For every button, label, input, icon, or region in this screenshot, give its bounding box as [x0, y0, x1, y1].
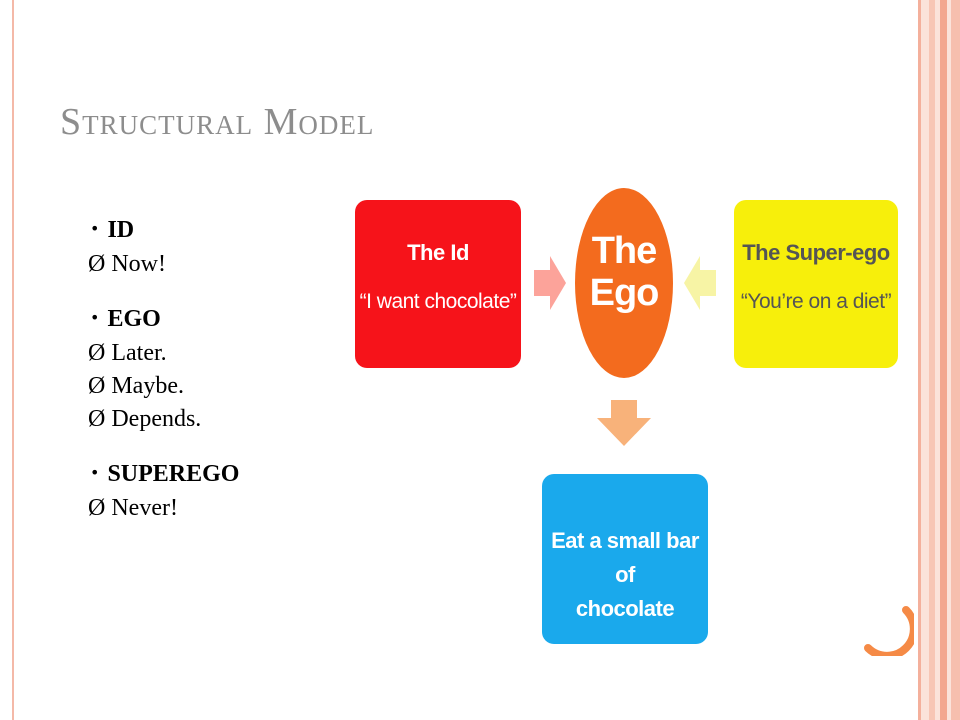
arrow-right-icon: [534, 256, 566, 310]
bullet-heading: SUPEREGO: [107, 461, 240, 487]
outcome-box: Eat a small bar of chocolate: [542, 474, 708, 644]
bullet-icon: •: [90, 463, 100, 482]
ego-circle: The Ego: [575, 188, 673, 378]
right-stripe: [940, 0, 947, 720]
ego-label-line1: The: [591, 230, 658, 272]
bullet-subitem: Ø Now!: [88, 251, 166, 277]
ego-label-line2: Ego: [589, 272, 660, 314]
bullet-subitem: Ø Maybe.: [88, 373, 184, 399]
corner-ornament-icon: [864, 606, 914, 656]
bullet-group-id: • ID Ø Now!: [88, 214, 338, 281]
arrow-left-icon: [684, 256, 716, 310]
right-stripe: [918, 0, 921, 720]
outcome-line1: Eat a small bar of: [551, 528, 699, 587]
bullet-heading: ID: [107, 217, 135, 243]
bullet-subitem: Ø Depends.: [88, 406, 202, 432]
bullet-group-ego: • EGO Ø Later. Ø Maybe. Ø Depends.: [88, 303, 338, 436]
id-box-title: The Id: [407, 240, 469, 265]
bullet-icon: •: [90, 308, 100, 327]
bullet-list: • ID Ø Now! • EGO Ø Later. Ø Maybe. Ø Depe…: [88, 214, 338, 547]
superego-box-quote: “You’re on a diet”: [740, 290, 892, 313]
bullet-group-superego: • SUPEREGO Ø Never!: [88, 458, 338, 525]
right-stripe: [951, 0, 960, 720]
left-accent-line: [12, 0, 14, 720]
bullet-subitem: Ø Never!: [88, 495, 178, 521]
superego-box: The Super-ego “You’re on a diet”: [734, 200, 898, 368]
superego-box-title: The Super-ego: [742, 240, 890, 265]
bullet-icon: •: [90, 219, 100, 238]
bullet-subitem: Ø Later.: [88, 340, 167, 366]
id-box-quote: “I want chocolate”: [359, 290, 517, 313]
slide-title: Structural Model: [60, 101, 375, 143]
bullet-heading: EGO: [107, 306, 161, 332]
arrow-down-icon: [597, 400, 651, 446]
id-box: The Id “I want chocolate”: [355, 200, 521, 368]
right-stripe: [929, 0, 935, 720]
outcome-line2: chocolate: [575, 596, 675, 621]
